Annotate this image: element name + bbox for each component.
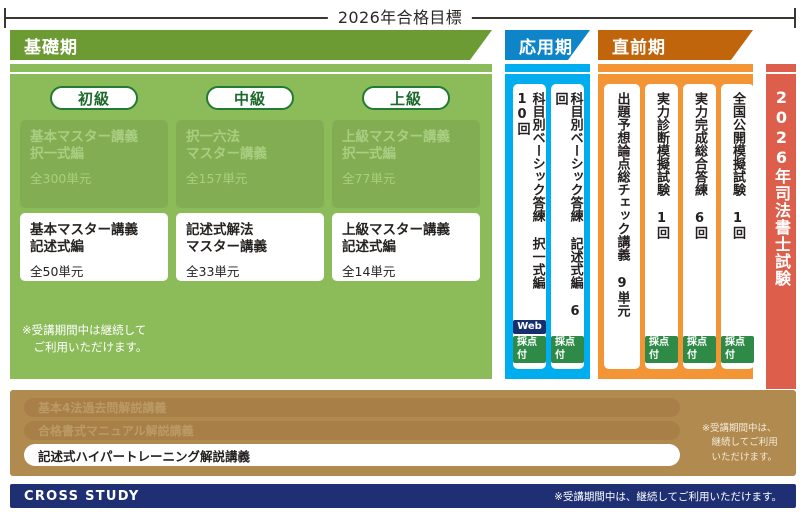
grading-badge: 採点付	[513, 336, 546, 363]
supplementary-bar-hyper-training[interactable]: 記述式ハイパートレーニング解説講義	[24, 444, 680, 466]
course-card-national-mock-exam[interactable]: 全国公開模擬試験 1回 採点付	[721, 84, 754, 369]
supplementary-note: ※受講期間中は、 継続してご利用 いただけます。	[702, 422, 792, 465]
web-badge: Web	[513, 319, 546, 334]
course-card-main-advanced[interactable]: 上級マスター講義 記述式編 全14単元	[332, 213, 480, 281]
course-card-ghost-advanced: 上級マスター講義 択一式編 全77単元	[332, 120, 480, 208]
badge-group: Web 採点付	[513, 319, 546, 363]
course-title-line2: 択一式編	[342, 146, 396, 163]
course-units: 全33単元	[186, 263, 240, 279]
supplementary-bar-label: 基本4法過去問解説講義	[38, 401, 167, 415]
phase-banner-applied: 応用期	[505, 30, 590, 60]
course-title-line1: 上級マスター講義	[342, 222, 450, 238]
badge-group: 採点付	[551, 336, 584, 363]
course-card-main-intermediate[interactable]: 記述式解法 マスター講義 全33単元	[176, 213, 324, 281]
basic-note-line1: ※受講期間中は継続して	[22, 323, 147, 337]
phase-label-basic: 基礎期	[24, 37, 78, 58]
phase-label-applied: 応用期	[519, 37, 573, 58]
course-title-line1: 上級マスター講義	[342, 129, 450, 145]
exam-target-label: 2026年司法書士試験	[771, 88, 791, 287]
footer-bar: CROSS STUDY ※受講期間中は、継続してご利用いただけます。	[10, 484, 796, 508]
course-card-diagnostic-mock-exam[interactable]: 実力診断模擬試験 1回 採点付	[645, 84, 678, 369]
course-vertical-title: 科目別ベーシック答練 記述式編 6回	[552, 92, 583, 319]
course-card-comprehensive-training[interactable]: 実力完成総合答練 6回 採点付	[683, 84, 716, 369]
course-title-line1: 記述式解法	[186, 222, 254, 238]
course-units: 全14単元	[342, 263, 396, 279]
course-vertical-title: 実力完成総合答練 6回	[692, 92, 708, 239]
grading-badge: 採点付	[683, 336, 716, 363]
course-units: 全157単元	[186, 170, 248, 186]
basic-note-line2: ご利用いただけます。	[22, 339, 148, 354]
basic-section-note: ※受講期間中は継続して ご利用いただけます。	[22, 322, 147, 355]
course-vertical-title: 実力診断模擬試験 1回	[654, 92, 670, 239]
supplementary-bar-past-questions: 基本4法過去問解説講義	[24, 398, 680, 417]
course-card-ghost-intermediate: 択一六法 マスター講義 全157単元	[176, 120, 324, 208]
badge-group: 採点付	[645, 336, 678, 363]
course-vertical-title: 出題予想論点総チェック講義 9単元	[614, 92, 630, 317]
accent-strip-exam	[766, 64, 796, 72]
course-vertical-title: 全国公開模擬試験 1回	[730, 92, 746, 239]
goal-bracket: 2026年合格目標	[4, 4, 796, 28]
supplementary-bar-label: 合格書式マニュアル解説講義	[38, 424, 194, 438]
accent-strip-applied	[505, 64, 590, 72]
course-vertical-title: 科目別ベーシック答練 択一式編 10回	[514, 92, 545, 289]
grading-badge: 採点付	[721, 336, 754, 363]
badge-group: 採点付	[721, 336, 754, 363]
course-title-line2: 記述式編	[30, 239, 84, 256]
exam-target-column: 2026年司法書士試験	[766, 74, 796, 389]
course-units: 全50単元	[30, 263, 84, 279]
supplementary-courses-panel: 基本4法過去問解説講義 合格書式マニュアル解説講義 記述式ハイパートレーニング解…	[10, 390, 796, 476]
course-title-line2: 択一式編	[30, 146, 84, 163]
course-card-basic-training-multiple-choice[interactable]: 科目別ベーシック答練 択一式編 10回 Web 採点付	[513, 84, 546, 369]
level-badge-advanced: 上級	[362, 86, 450, 110]
course-card-main-beginner[interactable]: 基本マスター講義 記述式編 全50単元	[20, 213, 168, 281]
level-badge-beginner: 初級	[50, 86, 138, 110]
course-units: 全77単元	[342, 170, 396, 186]
supplementary-bar-format-manual: 合格書式マニュアル解説講義	[24, 421, 680, 440]
accent-strip-basic	[10, 64, 492, 72]
supplementary-note-line2: 継続してご利用	[702, 437, 778, 449]
phase-label-pre-exam: 直前期	[612, 37, 666, 58]
supplementary-note-line3: いただけます。	[702, 451, 778, 463]
level-column-intermediate: 中級 択一六法 マスター講義 全157単元 記述式解法 マスター講義 全33単元	[176, 86, 324, 281]
course-card-basic-training-written[interactable]: 科目別ベーシック答練 記述式編 6回 採点付	[551, 84, 584, 369]
course-title-line1: 択一六法	[186, 129, 240, 145]
bracket-cap-left	[4, 8, 6, 28]
course-title-line2: 記述式編	[342, 239, 396, 256]
course-card-topic-forecast-lecture[interactable]: 出題予想論点総チェック講義 9単元	[604, 84, 640, 369]
course-title-line1: 基本マスター講義	[30, 222, 138, 238]
goal-label: 2026年合格目標	[327, 4, 473, 28]
badge-group: 採点付	[683, 336, 716, 363]
bracket-cap-right	[794, 8, 796, 28]
brand-name: CROSS STUDY	[24, 488, 140, 504]
phase-banner-pre-exam: 直前期	[598, 30, 753, 60]
accent-strip-pre-exam	[598, 64, 753, 72]
footer-note: ※受講期間中は、継続してご利用いただけます。	[554, 490, 782, 503]
course-card-ghost-beginner: 基本マスター講義 択一式編 全300単元	[20, 120, 168, 208]
banner-shape-basic	[10, 30, 492, 60]
level-column-advanced: 上級 上級マスター講義 択一式編 全77単元 上級マスター講義 記述式編 全14…	[332, 86, 480, 281]
banner-shape-pre-exam	[598, 30, 753, 60]
course-units: 全300単元	[30, 170, 92, 186]
phase-banner-basic: 基礎期	[10, 30, 492, 60]
course-title-line2: マスター講義	[186, 239, 267, 256]
course-title-line1: 基本マスター講義	[30, 129, 138, 145]
grading-badge: 採点付	[551, 336, 584, 363]
supplementary-note-line1: ※受講期間中は、	[702, 423, 777, 434]
course-title-line2: マスター講義	[186, 146, 267, 163]
level-column-beginner: 初級 基本マスター講義 択一式編 全300単元 基本マスター講義 記述式編 全5…	[20, 86, 168, 281]
supplementary-bar-label: 記述式ハイパートレーニング解説講義	[38, 448, 251, 464]
grading-badge: 採点付	[645, 336, 678, 363]
level-badge-intermediate: 中級	[206, 86, 294, 110]
